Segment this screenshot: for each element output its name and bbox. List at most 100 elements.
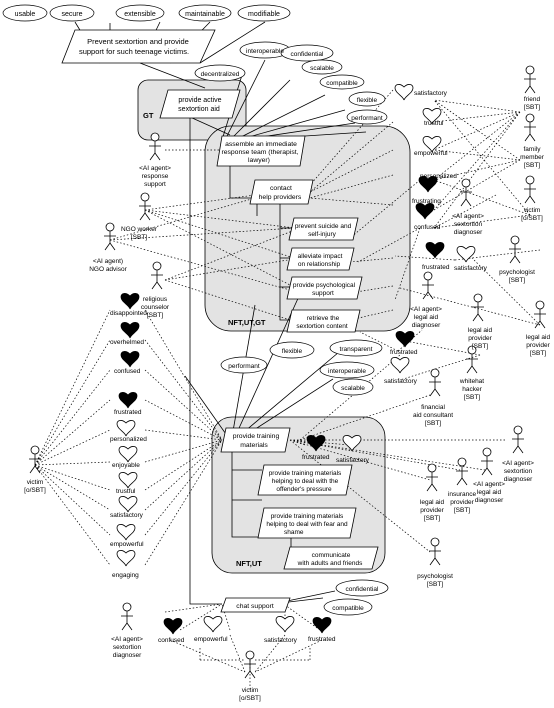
emotion-disappointed: disappointed [110,310,147,317]
quality-flexible: flexible [282,348,303,355]
quality-maintainable: maintainable [185,11,225,18]
emotion-satisfactory-1: satisfactory [414,90,448,97]
quality-interoperable: interoperable [328,368,366,375]
goal-pressure-line3: offender's pressure [276,486,332,493]
actor-label: friend [524,96,541,103]
actor-label: support [144,181,166,188]
actor-label: legal aid [477,489,502,496]
quality-compatible: compatible [332,605,364,612]
actor-label: legal aid [420,499,445,506]
goal-fear-line1: provide training materials [271,513,344,520]
emotion-confused: confused [114,368,141,375]
actor-label: psychologist [417,573,453,580]
actor-label: insurance [448,491,477,498]
quality-performant: performant [228,363,260,370]
goal-chat-support [220,597,291,613]
gt-label: GT [143,111,154,120]
actor-label: [SBT] [524,162,540,169]
actor-label: <AI agent> [502,460,534,467]
actor-legal-aid-provider-right [534,300,546,329]
gt-goal-shape [159,89,241,119]
top-qualities [2,4,291,22]
goal-contact-line2: help providers [259,194,302,201]
gt-goal-line2: sextortion aid [178,106,220,113]
heart-outline-icon [118,445,138,463]
actor-legal-aid-provider-mid [472,293,484,322]
heart-outline-icon [116,549,136,567]
goal-prevent-line1: prevent suicide and [295,223,352,230]
emotion-confused: confused [414,224,441,231]
actor-ai-legal-aid-diagnoser-2 [481,447,493,476]
heart-filled-icon [425,241,445,259]
heart-filled-icon [118,391,138,409]
goal-pressure-line2: helping to deal with the [272,478,339,485]
actor-ai-legal-aid-diagnoser-1 [422,271,434,300]
quality-extensible: extensible [124,11,156,18]
quality-flexible: flexible [357,97,378,104]
quality-cloud [237,4,291,22]
actor-whitehat-hacker [466,345,478,374]
quality-cloud [115,4,165,22]
quality-modifiable: modifiable [248,11,280,18]
actor-label: [SBT] [424,515,440,522]
actor-label: <AI agent> [473,481,505,488]
emotion-enjoyable: enjoyable [112,462,140,469]
goal-training-line1: provide training [233,433,280,440]
actor-label: [SBT] [524,104,540,111]
goal-retrieve-line1: retrieve the [307,315,340,322]
actor-ai-sextortion-diagnoser-1 [460,178,472,207]
bottom-emotions [163,615,332,635]
actor-label: legal aid [468,327,493,334]
emotion-personalized: personalized [110,436,147,443]
actor-label: NGO advisor [89,266,127,273]
goal-communicate-line2: with adults and friends [297,560,363,567]
actor-label: victim [242,687,259,694]
actor-label: sextortion [454,221,483,228]
actor-label: counselor [141,304,170,311]
actor-label: victim [27,479,44,486]
actor-psychologist-right [509,235,521,264]
actor-label: <AI agent> [452,213,484,220]
actor-label: [o/SBT] [24,487,46,494]
actor-label: response [142,173,169,180]
emotion-training-frustrated: frustrated [302,454,330,461]
heart-outline-icon [118,471,138,489]
heart-filled-icon [163,617,183,635]
emotion-frustrating: frustrating [412,198,441,205]
emotion-frustrated-2: frustrated [390,349,418,356]
actor-label: family [524,146,542,153]
actor-label: <AI agent> [139,165,171,172]
goal-assemble-line3: lawyer) [248,157,270,164]
heart-outline-icon [203,615,223,633]
gt-goal-line1: provide active [178,97,221,104]
emotion-trustful: trustful [116,488,136,495]
top-goal-line2: support for such teenage victims. [79,47,189,56]
actor-label: victim [524,207,541,214]
emotion-chat-frustrated: frustrated [308,636,336,643]
emotion-chat-empowerful: empowerful [194,636,228,643]
actor-label: [o/SBT] [239,695,261,702]
heart-outline-icon [116,523,136,541]
actor-religious-counselor [151,261,163,290]
actor-label: diagnoser [454,229,483,236]
top-goal-line1: Prevent sextortion and provide [87,37,189,46]
nft-ut-gt-label: NFT,UT,GT [228,318,266,327]
actor-ai-sextortion-diagnoser-3 [121,602,133,631]
actor-label: sextortion [113,644,142,651]
goal-contact-providers [249,179,314,205]
actor-label: legal aid [526,334,551,341]
actor-label: [SBT] [464,394,480,401]
quality-interoperable: interoperable [246,48,284,55]
actor-label: diagnoser [113,652,142,659]
dotted-links [34,89,541,690]
actor-label: diagnoser [504,476,533,483]
heart-outline-icon [275,615,295,633]
chat-qualities [323,579,389,616]
heart-filled-icon [415,202,435,220]
goal-alleviate-line2: on relationship [298,261,341,268]
actor-ngo-worker [139,192,151,221]
actor-label: [SBT] [530,350,546,357]
actor-label: [SBT] [509,277,525,284]
actor-label: [SBT] [425,420,441,427]
